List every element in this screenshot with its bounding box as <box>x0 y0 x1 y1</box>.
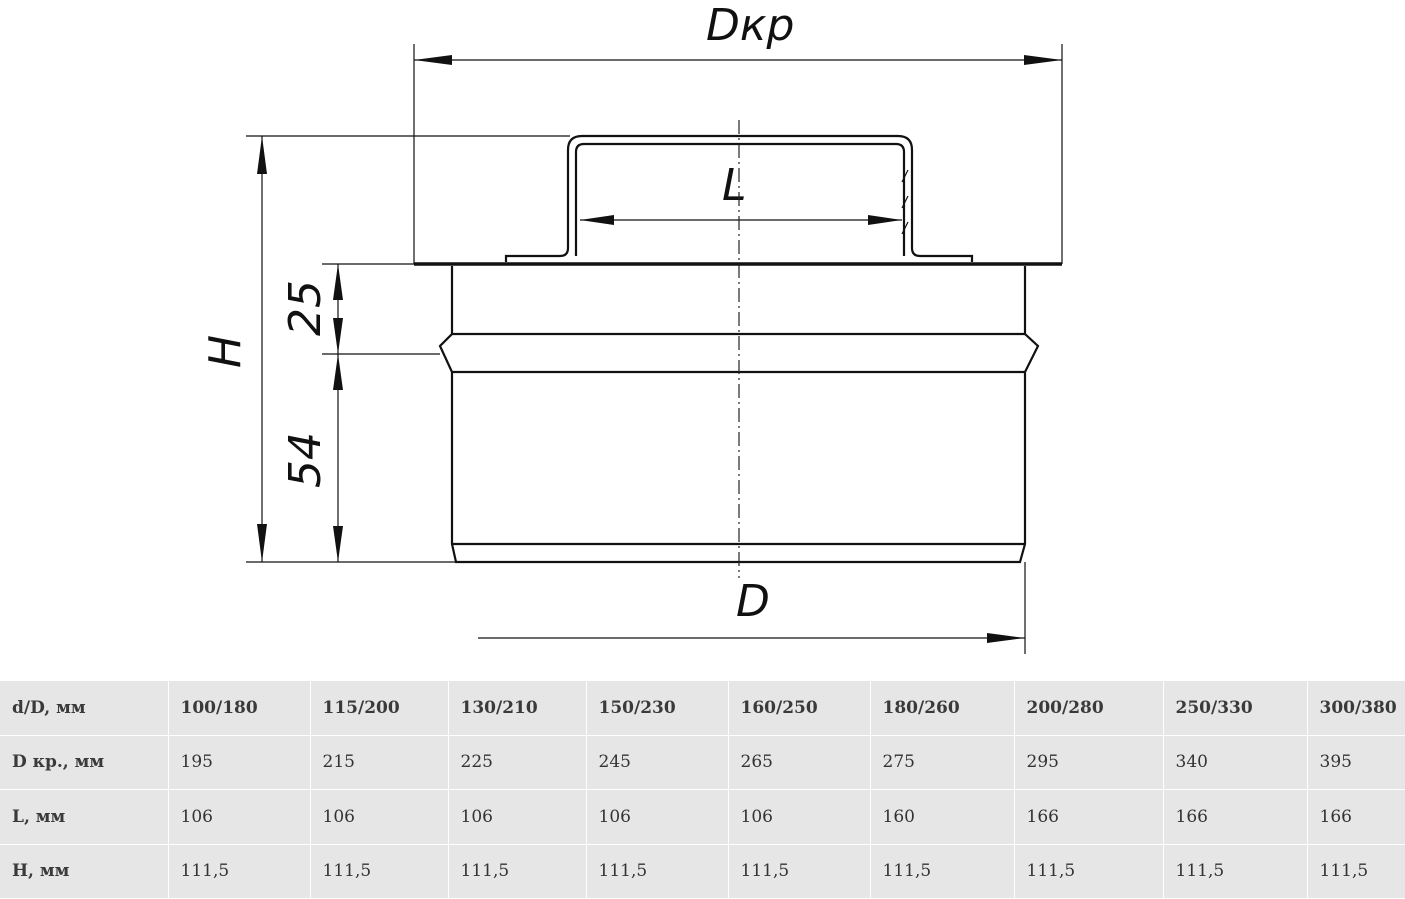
table-cell: 215 <box>310 735 449 790</box>
dim-25-label: 25 <box>280 280 331 336</box>
header-cell: 160/250 <box>728 681 871 736</box>
table-cell: 225 <box>448 735 587 790</box>
table-row: D кр., мм 195 215 225 245 265 275 295 34… <box>0 735 1405 790</box>
table-row: H, мм 111,5 111,5 111,5 111,5 111,5 111,… <box>0 844 1405 899</box>
table-cell: 275 <box>870 735 1015 790</box>
table-cell: 166 <box>1307 789 1405 845</box>
specs-table: d/D, мм 100/180 115/200 130/210 150/230 … <box>0 681 1405 899</box>
table-cell: 111,5 <box>1014 844 1164 899</box>
d-label: D <box>736 576 770 627</box>
table-cell: 106 <box>310 789 449 845</box>
l-dimension: L <box>580 160 902 225</box>
table-cell: 111,5 <box>586 844 729 899</box>
table-cell: 111,5 <box>870 844 1015 899</box>
dim-54-label: 54 <box>280 432 331 488</box>
header-cell: 100/180 <box>168 681 311 736</box>
header-cell: 180/260 <box>870 681 1015 736</box>
table-cell: 166 <box>1163 789 1308 845</box>
technical-drawing: Dкр L H <box>200 0 1063 654</box>
header-cell: 150/230 <box>586 681 729 736</box>
height-part-dimensions: 25 54 <box>280 263 440 562</box>
table-cell: 111,5 <box>1307 844 1405 899</box>
table-cell: 340 <box>1163 735 1308 790</box>
table-cell: 106 <box>586 789 729 845</box>
table-cell: 106 <box>728 789 871 845</box>
table-cell: 111,5 <box>728 844 871 899</box>
table-cell: 111,5 <box>448 844 587 899</box>
table-cell: 195 <box>168 735 311 790</box>
h-label: H <box>200 335 251 368</box>
header-cell: 115/200 <box>310 681 449 736</box>
table-row: L, мм 106 106 106 106 106 160 166 166 16… <box>0 789 1405 845</box>
h-dimension: H <box>200 135 570 563</box>
handle-bracket <box>504 134 974 262</box>
table-cell: 106 <box>448 789 587 845</box>
d-dimension: D <box>478 562 1026 654</box>
header-cell: 200/280 <box>1014 681 1164 736</box>
header-cell: 300/380 <box>1307 681 1405 736</box>
table-cell: 265 <box>728 735 871 790</box>
table-cell: 395 <box>1307 735 1405 790</box>
table-cell: 106 <box>168 789 311 845</box>
table-cell: 245 <box>586 735 729 790</box>
row-label: H, мм <box>0 844 169 899</box>
dkr-dimension: Dкр <box>413 0 1063 264</box>
table-cell: 166 <box>1014 789 1164 845</box>
header-cell: 130/210 <box>448 681 587 736</box>
table-cell: 295 <box>1014 735 1164 790</box>
table-header-row: d/D, мм 100/180 115/200 130/210 150/230 … <box>0 681 1405 736</box>
header-label: d/D, мм <box>0 681 169 736</box>
row-label: L, мм <box>0 789 169 845</box>
dkr-label: Dкр <box>706 0 794 51</box>
table-cell: 160 <box>870 789 1015 845</box>
table-cell: 111,5 <box>310 844 449 899</box>
table-cell: 111,5 <box>1163 844 1308 899</box>
table-cell: 111,5 <box>168 844 311 899</box>
row-label: D кр., мм <box>0 735 169 790</box>
l-label: L <box>722 160 747 211</box>
header-cell: 250/330 <box>1163 681 1308 736</box>
